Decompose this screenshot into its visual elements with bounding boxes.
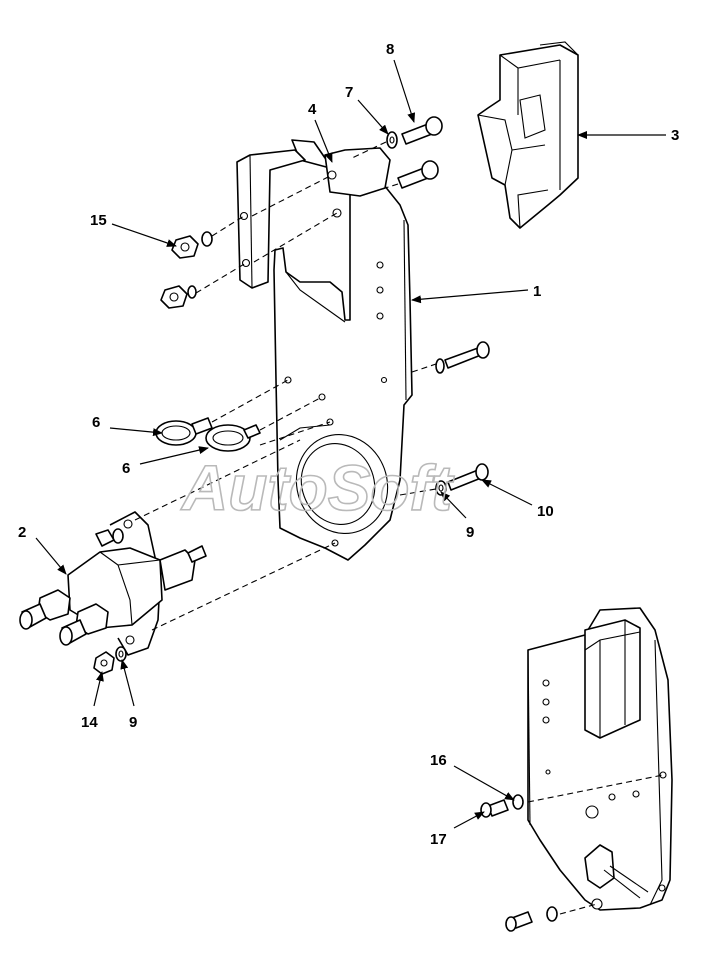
callout-10: 10 — [537, 503, 554, 520]
callout-6a: 6 — [92, 414, 100, 431]
bolt-lower — [397, 160, 439, 189]
callout-9a: 9 — [466, 524, 474, 541]
side-bolt — [435, 341, 490, 374]
callout-2: 2 — [18, 524, 26, 541]
callout-3: 3 — [671, 127, 679, 144]
callout-16: 16 — [430, 752, 447, 769]
assembly-lines — [134, 141, 437, 631]
callout-4: 4 — [308, 101, 317, 118]
callout-17: 17 — [430, 831, 447, 848]
callout-14: 14 — [81, 714, 98, 731]
nut-lower-left — [93, 646, 127, 675]
callout-leaders — [35, 59, 666, 829]
hose-clamps — [155, 417, 261, 452]
solenoid — [19, 511, 207, 656]
callout-9b: 9 — [129, 714, 137, 731]
watermark-text: AutoSoft — [180, 452, 455, 524]
callout-6b: 6 — [122, 460, 130, 477]
relay-module — [477, 41, 579, 229]
bolt-upper — [386, 116, 443, 149]
nut-upper — [171, 231, 213, 259]
nut-lower — [160, 285, 197, 309]
callout-8: 8 — [386, 41, 394, 58]
detail-assembly-view — [480, 607, 673, 932]
callout-1: 1 — [533, 283, 541, 300]
mounting-plate — [273, 139, 413, 561]
upper-bracket — [236, 147, 391, 289]
callout-15: 15 — [90, 212, 107, 229]
callout-7: 7 — [345, 84, 353, 101]
